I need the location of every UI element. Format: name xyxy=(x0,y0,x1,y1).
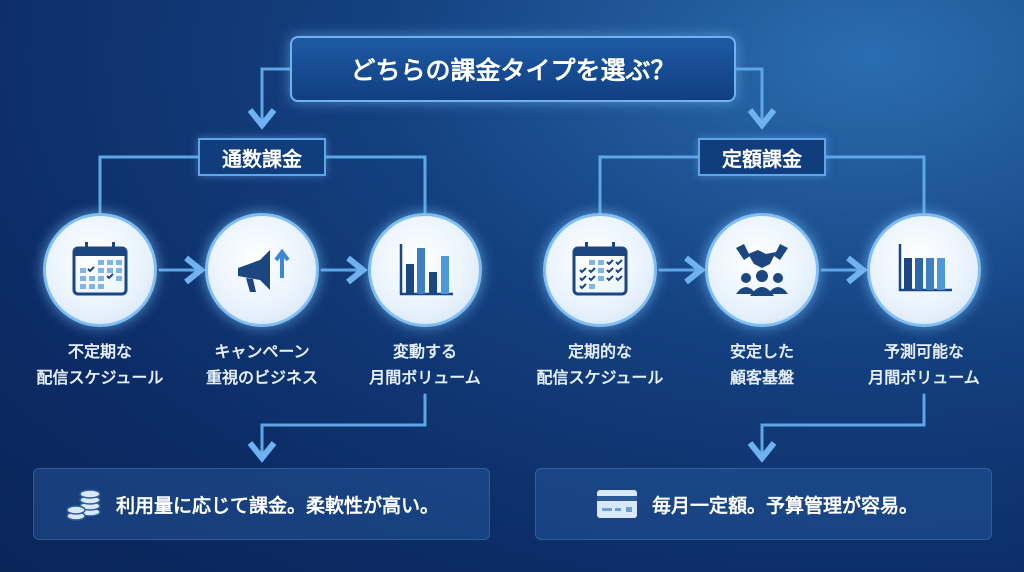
coins-icon xyxy=(66,489,101,521)
bar-chart-even-icon xyxy=(867,213,981,327)
step-label: 予測可能な月間ボリューム xyxy=(868,342,980,387)
handshake-people-icon xyxy=(705,213,819,327)
megaphone-icon xyxy=(205,213,319,327)
step-label: 不定期な配信スケジュール xyxy=(36,342,164,387)
summary-text: 毎月一定額。予算管理が容易。 xyxy=(652,494,919,517)
calendar-irregular-icon xyxy=(43,213,157,327)
per-message-summary: 利用量に応じて課金。柔軟性が高い。 xyxy=(33,468,490,540)
flat-rate-summary: 毎月一定額。予算管理が容易。 xyxy=(535,468,992,540)
page-title: どちらの課金タイプを選ぶ？ xyxy=(290,36,736,102)
step-label: 安定した顧客基盤 xyxy=(729,342,794,387)
credit-card-icon xyxy=(597,490,637,518)
step-label: 変動する月間ボリューム xyxy=(369,342,481,387)
step-label: 定期的な配信スケジュール xyxy=(536,342,664,387)
bar-chart-variable-icon xyxy=(368,213,482,327)
calendar-regular-icon xyxy=(543,213,657,327)
step-label: キャンペーン重視のビジネス xyxy=(205,342,318,387)
flat-rate-heading: 定額課金 xyxy=(698,138,826,176)
per-message-heading: 通数課金 xyxy=(198,138,326,176)
summary-text: 利用量に応じて課金。柔軟性が高い。 xyxy=(116,494,440,517)
